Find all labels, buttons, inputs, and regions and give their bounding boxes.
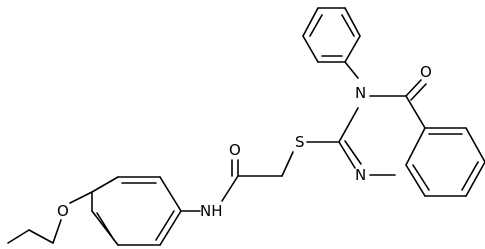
n1-label: N bbox=[355, 166, 366, 184]
ring-oxygen-label: O bbox=[420, 63, 432, 81]
n3-label: N bbox=[355, 84, 366, 102]
amide-nh-label: NH bbox=[200, 202, 223, 220]
pyrimidinone-ring bbox=[338, 79, 427, 176]
phenyl-ring bbox=[302, 7, 361, 79]
ether-oxygen-label: O bbox=[57, 202, 69, 220]
amide-oxygen-label: O bbox=[229, 141, 241, 159]
sulfur-label: S bbox=[295, 133, 305, 151]
benzo-ring bbox=[405, 127, 485, 197]
amide-linkage bbox=[180, 151, 294, 212]
ethoxy-group bbox=[7, 191, 93, 244]
ethoxyphenyl-ring bbox=[91, 176, 182, 246]
